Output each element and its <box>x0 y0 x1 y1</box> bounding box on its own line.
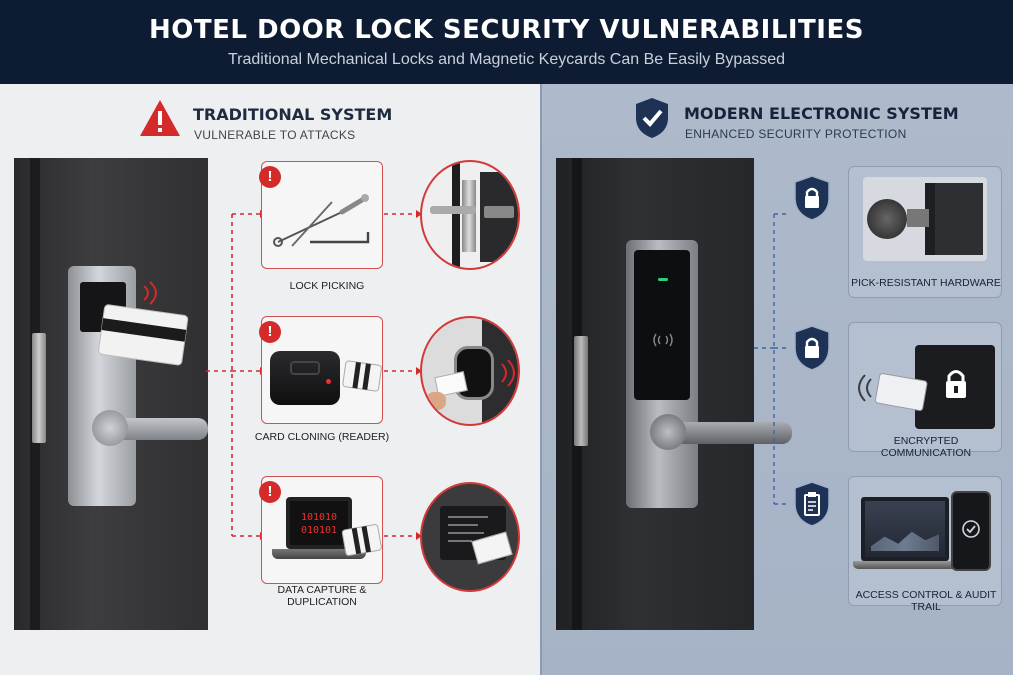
keycard-image <box>98 304 189 366</box>
shield-check-icon <box>636 98 668 138</box>
door-hinge-plate <box>32 333 46 443</box>
encrypted-communication-label: ENCRYPTED COMMUNICATION <box>880 435 972 459</box>
binary-line-2: 010101 <box>300 525 338 536</box>
feature-connectors <box>754 213 790 505</box>
nfc-icon <box>653 333 673 347</box>
lever-rose <box>92 410 128 446</box>
modern-door-image <box>556 158 792 630</box>
card-cloning-label: CARD CLONING (READER) <box>254 431 390 443</box>
traditional-panel: TRADITIONAL SYSTEM VULNERABLE TO ATTACKS <box>0 84 540 675</box>
wireless-signal-icon <box>858 374 872 402</box>
lock-picking-card: ! <box>259 161 383 269</box>
alert-icon: ! <box>259 321 281 343</box>
smartphone-image <box>951 491 991 571</box>
pick-resistant-card: PICK-RESISTANT HARDWARE <box>848 166 1002 298</box>
modern-panel: MODERN ELECTRONIC SYSTEM ENHANCED SECURI… <box>540 84 1013 675</box>
lever-rose <box>650 414 686 450</box>
encrypted-card-icon <box>874 373 928 411</box>
lock-pick-tools-icon <box>273 194 370 247</box>
binary-line-1: 101010 <box>300 512 338 523</box>
card-skimmer-device <box>270 351 340 405</box>
laptop-base <box>272 549 366 559</box>
alert-icon: ! <box>259 481 281 503</box>
data-capture-label: DATA CAPTURE & DUPLICATION <box>277 584 367 608</box>
lock-shield-icon <box>794 325 830 371</box>
lock-picking-label: LOCK PICKING <box>289 280 365 292</box>
lock-shield-icon <box>794 175 830 221</box>
warning-triangle-icon <box>140 100 180 136</box>
access-control-label: ACCESS CONTROL & AUDIT TRAIL <box>855 589 997 613</box>
traditional-door-image <box>14 158 208 630</box>
data-capture-closeup <box>420 482 520 592</box>
modern-title: MODERN ELECTRONIC SYSTEM <box>684 104 959 123</box>
card-cloning-card: ! <box>259 316 383 424</box>
traditional-subtitle: VULNERABLE TO ATTACKS <box>194 128 356 142</box>
pick-resistant-hardware-image <box>863 177 987 261</box>
alert-icon: ! <box>259 166 281 188</box>
laptop-base <box>853 561 957 569</box>
traditional-title: TRADITIONAL SYSTEM <box>193 105 393 124</box>
cloned-card-icon <box>342 360 382 392</box>
rfid-reader-panel <box>634 250 690 400</box>
lever-handle <box>656 422 792 444</box>
page-title: HOTEL DOOR LOCK SECURITY VULNERABILITIES <box>149 15 864 45</box>
modern-subtitle: ENHANCED SECURITY PROTECTION <box>685 127 907 141</box>
data-capture-card: ! 101010 010101 <box>259 476 383 584</box>
padlock-icon <box>946 370 966 398</box>
laptop-dashboard-image <box>861 497 949 561</box>
header-banner: HOTEL DOOR LOCK SECURITY VULNERABILITIES… <box>0 0 1013 84</box>
access-control-card: ACCESS CONTROL & AUDIT TRAIL <box>848 476 1002 613</box>
pick-resistant-label: PICK-RESISTANT HARDWARE <box>851 277 1001 289</box>
laptop-image: 101010 010101 <box>286 497 352 549</box>
check-circle-icon <box>962 520 980 538</box>
page-subtitle: Traditional Mechanical Locks and Magneti… <box>227 51 786 68</box>
clipboard-shield-icon <box>794 481 830 527</box>
wireless-signal-icon <box>143 281 157 305</box>
status-led <box>658 278 668 281</box>
encrypted-communication-card: ENCRYPTED COMMUNICATION <box>848 322 1002 459</box>
door-hinge-plate <box>574 336 588 446</box>
lock-picking-closeup <box>420 160 520 270</box>
duplicated-card-icon <box>341 524 382 556</box>
card-cloning-closeup <box>420 316 520 426</box>
